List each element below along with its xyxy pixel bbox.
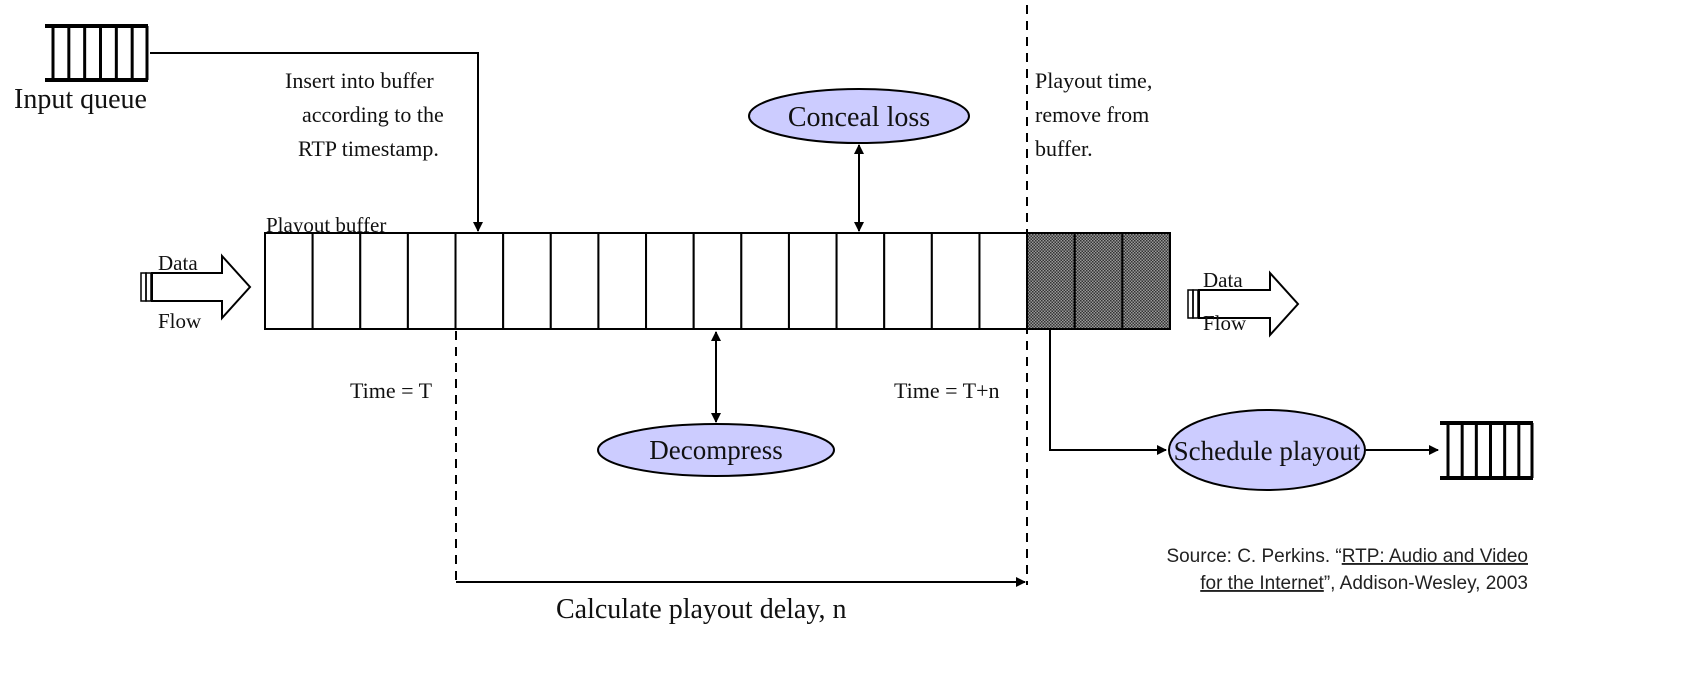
conceal-loss-label: Conceal loss xyxy=(788,102,930,133)
playout-buffer xyxy=(264,232,1171,330)
buffer-cell xyxy=(787,232,838,330)
buffer-cell xyxy=(645,232,695,330)
buffer-cell xyxy=(835,232,886,330)
data-flow-in-top: Data xyxy=(158,251,198,275)
buffer-cell xyxy=(359,232,409,330)
schedule-arrow xyxy=(1049,330,1167,455)
data-flow-out-bottom: Flow xyxy=(1203,311,1247,335)
data-flow-in-arrow: Data Flow xyxy=(140,251,252,333)
buffer-cell xyxy=(549,232,600,330)
time-t-label: Time = T xyxy=(350,378,433,403)
data-flow-out-arrow: Data Flow xyxy=(1187,268,1300,338)
buffer-cell xyxy=(502,232,552,330)
buffer-cell xyxy=(264,232,314,330)
buffer-cell xyxy=(883,232,933,330)
source-citation: Source: C. Perkins. “RTP: Audio and Vide… xyxy=(1166,546,1528,594)
buffer-cell-playout xyxy=(1073,232,1124,330)
input-queue-icon xyxy=(45,24,149,82)
conceal-loss-ellipse xyxy=(748,88,970,144)
calc-delay-label: Calculate playout delay, n xyxy=(556,594,847,625)
buffer-cell xyxy=(692,232,743,330)
buffer-cell xyxy=(597,232,648,330)
input-queue-label: Input queue xyxy=(14,84,147,115)
svg-text:for the Internet”, Addison-Wes: for the Internet”, Addison-Wesley, 2003 xyxy=(1200,573,1528,594)
svg-text:RTP timestamp.: RTP timestamp. xyxy=(298,136,439,161)
data-flow-in-bottom: Flow xyxy=(158,309,202,333)
buffer-cell xyxy=(740,232,790,330)
svg-text:buffer.: buffer. xyxy=(1035,136,1093,161)
svg-text:according to the: according to the xyxy=(302,102,444,127)
buffer-cell-playout xyxy=(1121,232,1171,330)
source-link-2[interactable]: for the Internet xyxy=(1200,573,1324,594)
schedule-playout-ellipse xyxy=(1168,409,1366,491)
data-flow-out-top: Data xyxy=(1203,268,1243,292)
insert-arrow xyxy=(150,52,483,232)
svg-text:Insert into buffer: Insert into buffer xyxy=(285,68,434,93)
decompress-label: Decompress xyxy=(649,435,782,465)
buffer-cell xyxy=(406,232,457,330)
output-queue-icon xyxy=(1440,421,1534,480)
buffer-cell xyxy=(930,232,981,330)
decompress-ellipse xyxy=(597,423,835,477)
svg-text:remove from: remove from xyxy=(1035,102,1149,127)
time-tn-label: Time = T+n xyxy=(894,378,1000,403)
schedule-playout-label: Schedule playout xyxy=(1174,436,1361,466)
source-link[interactable]: RTP: Audio and Video xyxy=(1342,546,1528,567)
svg-text:Source: C. Perkins. “RTP: Audi: Source: C. Perkins. “RTP: Audio and Vide… xyxy=(1166,546,1528,567)
playout-note: Playout time, remove from buffer. xyxy=(1035,68,1152,161)
buffer-cell xyxy=(454,232,505,330)
buffer-cell xyxy=(311,232,362,330)
buffer-cell xyxy=(978,232,1029,330)
svg-text:Playout time,: Playout time, xyxy=(1035,68,1152,93)
insert-note: Insert into buffer according to the RTP … xyxy=(285,68,444,161)
buffer-cell-playout xyxy=(1026,232,1076,330)
